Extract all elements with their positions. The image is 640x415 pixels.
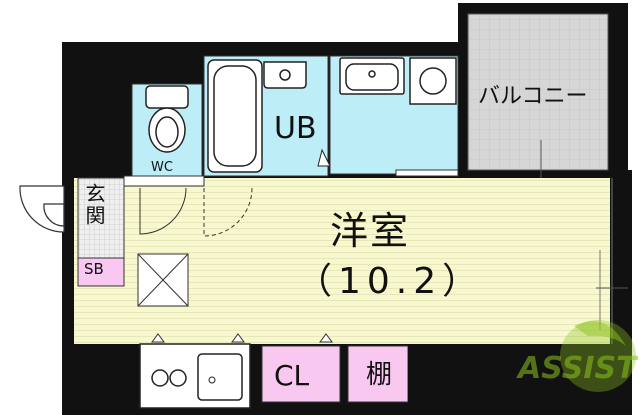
shoe-box (77, 257, 125, 287)
closet (261, 345, 341, 403)
bath-sink (263, 61, 307, 89)
main-room-size-label: （10.2） (296, 261, 485, 302)
balcony-label: バルコニー (478, 84, 588, 109)
svg-text:ASSIST: ASSIST (516, 351, 638, 386)
bathtub (207, 59, 263, 173)
toilet-fixture (145, 85, 189, 153)
shelf-label: 棚 (366, 360, 393, 390)
shelf (347, 345, 409, 403)
assist-logo-watermark: ASSIST (516, 320, 638, 392)
main-room-label: 洋室 (330, 209, 411, 253)
fridge-space (137, 253, 189, 307)
entrance-door (19, 185, 65, 233)
balcony-area (467, 13, 609, 171)
entrance-label: 玄関 (82, 183, 106, 227)
unit-bath-label: UB (274, 111, 317, 146)
kitchen (139, 333, 333, 409)
shoe-box-label: SB (84, 260, 104, 278)
closet-label: CL (274, 359, 310, 392)
toilet-label: WC (151, 160, 173, 175)
wash-basin (339, 57, 405, 95)
entrance-floor (77, 177, 125, 259)
washing-machine-pan (409, 57, 457, 105)
